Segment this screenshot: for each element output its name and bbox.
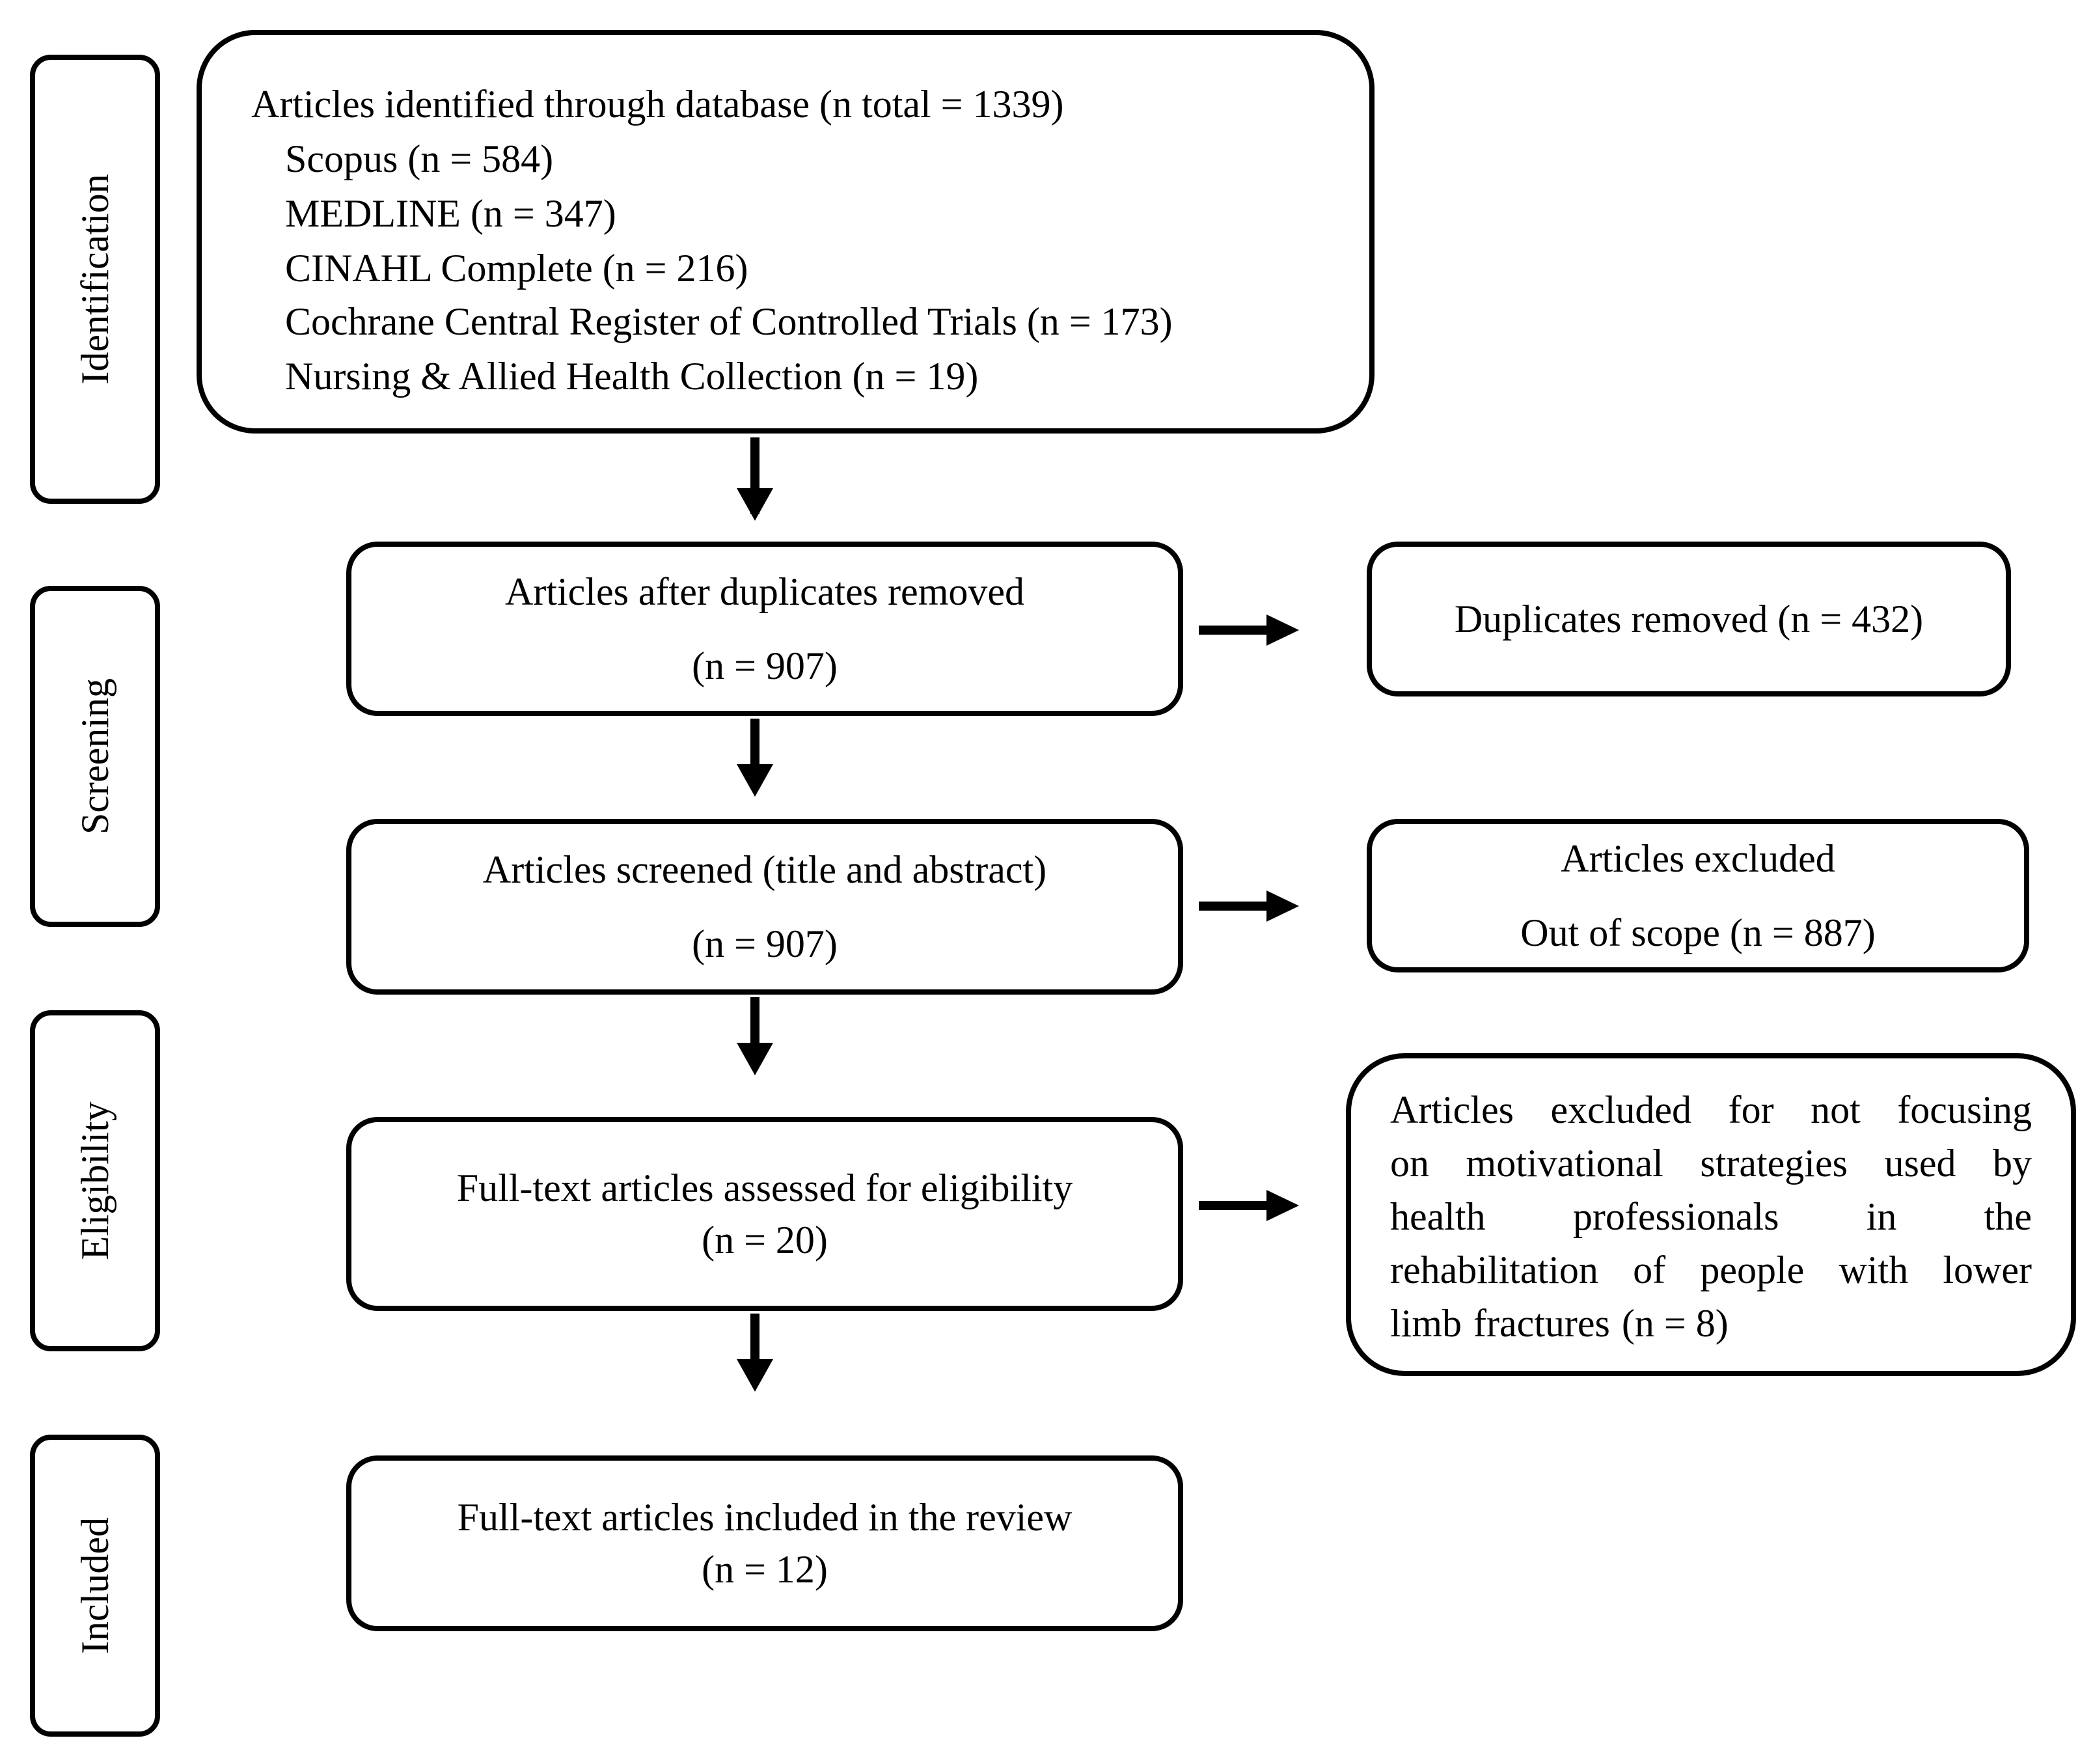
screened-count: (n = 907)	[692, 922, 838, 965]
excluded-word: for	[1728, 1088, 1774, 1131]
excluded-word: strategies	[1700, 1142, 1848, 1185]
excluded-eligibility-line: on motivational strategies used by	[1390, 1137, 2032, 1190]
excluded-eligibility-text: Articles excluded for not focusing on mo…	[1390, 1083, 2032, 1350]
included-box: Full-text articles included in the revie…	[346, 1455, 1183, 1631]
included-label: Full-text articles included in the revie…	[457, 1496, 1073, 1539]
excluded-word: focusing	[1897, 1088, 2032, 1131]
excluded-word: the	[1984, 1195, 2032, 1238]
assessed-label: Full-text articles assessed for eligibil…	[456, 1166, 1073, 1209]
excluded-word: in	[1866, 1195, 1897, 1238]
source-medline: MEDLINE (n = 347)	[285, 192, 616, 235]
excluded-word: (n = 8)	[1621, 1302, 1729, 1345]
excluded-word: not	[1811, 1088, 1861, 1131]
excluded-screening-label: Articles excluded	[1561, 837, 1835, 880]
arrow-down-4	[737, 1314, 773, 1392]
arrow-down-1	[737, 437, 773, 521]
excluded-eligibility-box: Articles excluded for not focusing on mo…	[1346, 1053, 2076, 1376]
arrow-right-1	[1199, 614, 1299, 646]
source-nursing: Nursing & Allied Health Collection (n = …	[285, 355, 979, 398]
source-cinahl: CINAHL Complete (n = 216)	[285, 247, 748, 290]
excluded-word: excluded	[1550, 1088, 1692, 1131]
excluded-word: on	[1390, 1142, 1429, 1185]
duplicates-removed-label: Duplicates removed (n = 432)	[1454, 598, 1924, 641]
stage-included-box: Included	[30, 1435, 160, 1737]
after-duplicates-count: (n = 907)	[692, 644, 838, 687]
arrow-down-3	[737, 997, 773, 1075]
excluded-word: by	[1992, 1142, 2032, 1185]
excluded-word: fractures	[1473, 1302, 1610, 1345]
excluded-eligibility-line: health professionals in the	[1390, 1190, 2032, 1243]
excluded-screening-box: Articles excluded Out of scope (n = 887)	[1367, 819, 2029, 972]
after-duplicates-label: Articles after duplicates removed	[505, 570, 1024, 613]
arrow-down-2	[737, 719, 773, 797]
arrow-right-3	[1199, 1190, 1299, 1221]
stage-eligibility-box: Eligibility	[30, 1010, 160, 1351]
source-scopus: Scopus (n = 584)	[285, 137, 554, 180]
after-duplicates-box: Articles after duplicates removed (n = 9…	[346, 542, 1183, 716]
excluded-word: lower	[1943, 1248, 2032, 1291]
excluded-word: people	[1700, 1248, 1805, 1291]
excluded-word: of	[1633, 1248, 1666, 1291]
excluded-word: rehabilitation	[1390, 1248, 1598, 1291]
excluded-word: health	[1390, 1195, 1486, 1238]
identified-title: Articles identified through database (n …	[251, 83, 1064, 126]
arrow-right-2	[1199, 890, 1299, 922]
excluded-eligibility-line: rehabilitation of people with lower	[1390, 1243, 2032, 1297]
excluded-word: used	[1884, 1142, 1956, 1185]
duplicates-removed-box: Duplicates removed (n = 432)	[1367, 542, 2011, 696]
source-cochrane: Cochrane Central Register of Controlled …	[285, 300, 1173, 343]
excluded-word: professionals	[1572, 1195, 1779, 1238]
excluded-word: with	[1839, 1248, 1909, 1291]
identified-articles-box: Articles identified through database (n …	[197, 30, 1375, 434]
excluded-eligibility-line: limb fractures (n = 8)	[1390, 1297, 2032, 1350]
screened-label: Articles screened (title and abstract)	[482, 848, 1047, 891]
assessed-count: (n = 20)	[702, 1219, 828, 1261]
excluded-word: limb	[1390, 1302, 1462, 1345]
excluded-screening-reason: Out of scope (n = 887)	[1520, 911, 1876, 954]
stage-screening-box: Screening	[30, 586, 160, 927]
excluded-eligibility-line: Articles excluded for not focusing	[1390, 1083, 2032, 1137]
assessed-box: Full-text articles assessed for eligibil…	[346, 1117, 1183, 1311]
excluded-word: Articles	[1390, 1088, 1514, 1131]
excluded-word: motivational	[1466, 1142, 1663, 1185]
included-count: (n = 12)	[702, 1548, 828, 1591]
stage-identification-box: Identification	[30, 55, 160, 504]
screened-box: Articles screened (title and abstract) (…	[346, 819, 1183, 995]
